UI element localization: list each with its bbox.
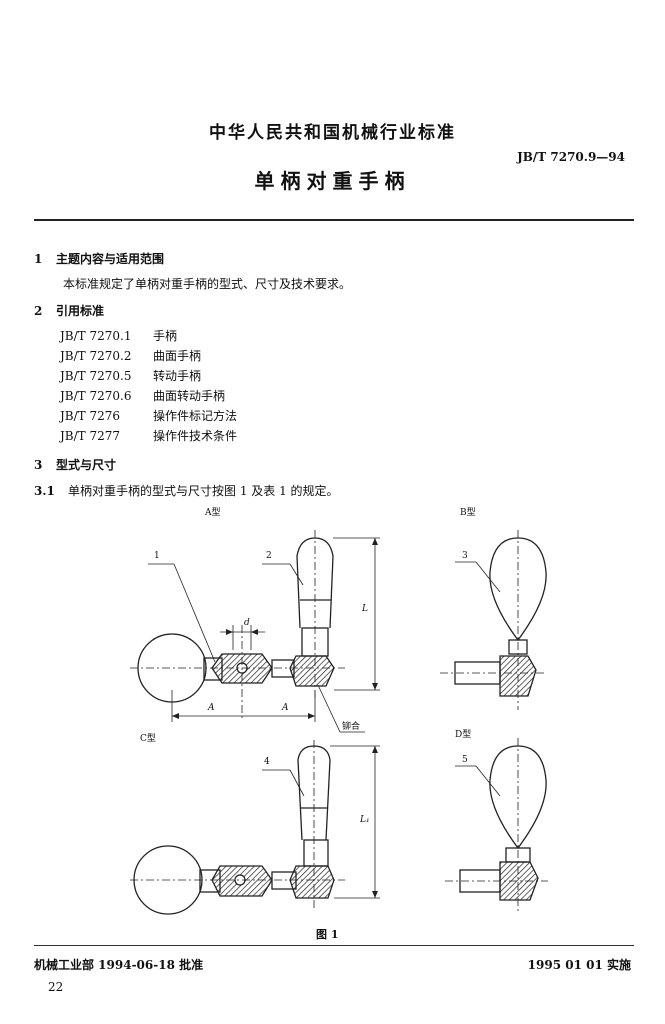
section-1-text: 本标准规定了单柄对重手柄的型式、尺寸及技术要求。 bbox=[63, 277, 352, 291]
type-a-view bbox=[130, 530, 380, 733]
dim-l1-label: L₁ bbox=[360, 815, 370, 825]
fit-note: 铆合 bbox=[342, 722, 361, 732]
type-d-label: D型 bbox=[455, 730, 472, 740]
approval-date: 机械工业部 1994-06-18 批准 bbox=[34, 958, 204, 972]
effective-date: 1995 01 01 实施 bbox=[527, 958, 631, 972]
callout-4: 4 bbox=[264, 757, 270, 767]
type-c-view bbox=[130, 740, 380, 915]
type-c-label: C型 bbox=[140, 734, 156, 744]
dim-l-label: L bbox=[362, 604, 368, 614]
callout-2: 2 bbox=[266, 551, 272, 561]
header-rule bbox=[34, 219, 634, 221]
callout-1: 1 bbox=[154, 551, 160, 561]
issuing-organization: 中华人民共和国机械行业标准 bbox=[209, 123, 456, 143]
figure-caption: 图 1 bbox=[316, 928, 339, 941]
type-b-label: B型 bbox=[460, 508, 476, 518]
dim-a-label-right: A bbox=[282, 703, 289, 713]
type-a-label: A型 bbox=[205, 508, 221, 518]
page-number: 22 bbox=[48, 980, 64, 994]
dim-d-label: d bbox=[244, 618, 250, 628]
standard-number: JB/T 7270.9—94 bbox=[517, 150, 625, 164]
callout-3: 3 bbox=[462, 551, 468, 561]
type-b-view bbox=[440, 530, 547, 710]
callout-5: 5 bbox=[462, 755, 468, 765]
document-title: 单柄对重手柄 bbox=[254, 169, 411, 193]
type-d-view bbox=[445, 738, 548, 912]
footer-rule bbox=[34, 945, 634, 946]
dim-a-label-left: A bbox=[208, 703, 215, 713]
